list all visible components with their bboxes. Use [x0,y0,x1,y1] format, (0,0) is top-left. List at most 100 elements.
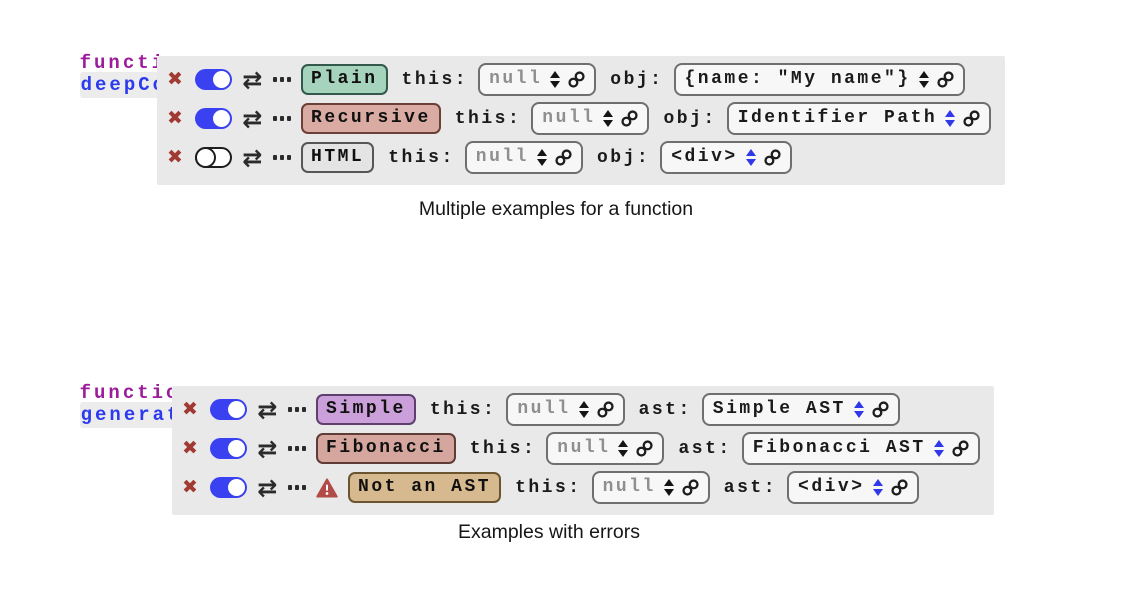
value-input[interactable]: <div> [787,470,919,505]
value-text: null [542,107,596,128]
param-label: this: [454,108,522,129]
value-input[interactable]: Identifier Path [726,101,992,136]
value-text: null [517,398,571,419]
example-toggle-on[interactable] [210,477,248,498]
link-icon[interactable] [963,110,980,127]
example-toggle-on[interactable] [195,108,233,129]
more-options-icon[interactable] [287,446,307,451]
more-options-icon[interactable] [272,77,292,82]
swap-arrows-icon[interactable]: ⇄ [257,473,278,502]
stepper-icon[interactable] [745,149,756,166]
example-name-badge[interactable]: Plain [301,63,388,96]
example-toggle-on[interactable] [210,399,248,420]
delete-example-icon[interactable]: ✖ [167,146,186,168]
example-row: ✖ ⇄ Not an AST this: null ast: <div> [182,468,980,507]
link-icon[interactable] [764,149,781,166]
link-icon[interactable] [682,479,699,496]
stepper-icon[interactable] [603,110,614,127]
value-text: null [475,146,529,167]
more-options-icon[interactable] [287,407,307,412]
link-icon[interactable] [596,401,614,418]
link-icon[interactable] [555,149,572,166]
more-options-icon[interactable] [272,155,292,160]
more-options-icon[interactable] [287,485,307,490]
value-text: null [489,68,543,89]
example-name-badge[interactable]: HTML [301,141,375,174]
link-icon[interactable] [568,71,585,88]
value-input[interactable]: null [464,140,583,175]
stepper-icon[interactable] [536,149,547,166]
swap-arrows-icon[interactable]: ⇄ [242,104,263,133]
example-name-badge[interactable]: Simple [316,393,416,426]
example-toggle-on[interactable] [210,438,248,459]
value-text: Identifier Path [737,107,938,128]
example-row: ✖ ⇄ Fibonacci this: null ast: Fibonacci … [182,429,980,468]
param-label: obj: [663,108,717,129]
param-label: this: [515,477,582,498]
example-name-badge[interactable]: Recursive [301,102,441,135]
value-input[interactable]: null [478,62,597,97]
link-icon[interactable] [937,71,954,88]
examples-panel: ✖ ⇄ Simple this: null ast: Simple AST ✖ … [172,386,994,515]
value-text: <div> [798,476,865,497]
stepper-icon[interactable] [663,479,674,496]
toggle-knob [213,110,231,127]
delete-example-icon[interactable]: ✖ [167,107,186,129]
toggle-knob [228,401,246,418]
toggle-knob [213,71,231,88]
link-icon[interactable] [890,479,908,496]
more-options-icon[interactable] [272,116,292,121]
value-input[interactable]: Fibonacci AST [741,431,980,466]
stepper-icon[interactable] [918,71,929,88]
stepper-icon[interactable] [550,71,561,88]
value-text: <div> [671,146,738,167]
example-name-badge[interactable]: Fibonacci [316,432,456,465]
link-icon[interactable] [636,440,654,457]
toggle-knob [228,479,246,496]
link-icon[interactable] [952,440,969,457]
example-row: ✖ ⇄ Recursive this: null obj: Identifier… [167,99,992,138]
swap-arrows-icon[interactable]: ⇄ [257,434,278,463]
value-text: null [557,437,611,458]
value-input[interactable]: null [546,431,665,466]
example-toggle-off[interactable] [195,146,233,168]
stepper-icon[interactable] [618,440,629,457]
example-name-badge[interactable]: Not an AST [348,471,502,504]
delete-example-icon[interactable]: ✖ [182,437,201,459]
value-text: null [602,476,656,497]
swap-arrows-icon[interactable]: ⇄ [242,143,263,172]
delete-example-icon[interactable]: ✖ [182,476,201,498]
example-toggle-on[interactable] [195,69,233,90]
param-label: obj: [610,69,664,90]
param-label: ast: [678,438,732,459]
swap-arrows-icon[interactable]: ⇄ [242,65,263,94]
stepper-icon[interactable] [578,401,589,418]
link-icon[interactable] [872,401,889,418]
value-input[interactable]: null [531,101,650,136]
value-input[interactable]: <div> [660,140,792,175]
value-text: Simple AST [712,398,846,419]
delete-example-icon[interactable]: ✖ [167,68,186,90]
error-warning-icon [316,477,338,498]
stepper-icon[interactable] [933,440,944,457]
value-input[interactable]: {name: "My name"} [673,62,965,97]
param-label: obj: [596,147,651,168]
param-label: this: [388,147,455,168]
stepper-icon[interactable] [945,110,956,127]
toggle-knob [195,146,217,168]
example-row: ✖ ⇄ HTML this: null obj: <div> [167,138,991,177]
swap-arrows-icon[interactable]: ⇄ [257,395,278,424]
stepper-icon[interactable] [853,401,864,418]
value-input[interactable]: null [591,470,710,505]
figure-caption: Multiple examples for a function [418,198,694,220]
param-label: this: [401,69,469,90]
stepper-icon[interactable] [872,479,883,496]
value-input[interactable]: null [506,392,625,427]
value-text: Fibonacci AST [752,437,926,458]
value-input[interactable]: Simple AST [701,392,900,427]
link-icon[interactable] [621,110,639,127]
example-row: ✖ ⇄ Simple this: null ast: Simple AST [182,390,980,429]
toggle-knob [228,440,246,457]
delete-example-icon[interactable]: ✖ [182,398,201,420]
